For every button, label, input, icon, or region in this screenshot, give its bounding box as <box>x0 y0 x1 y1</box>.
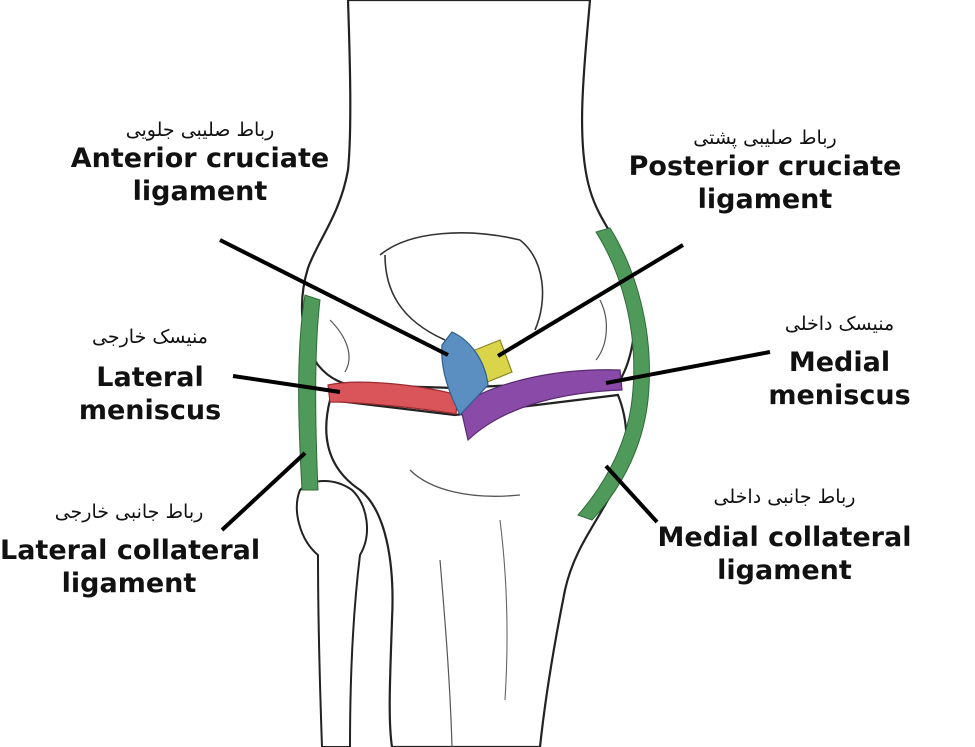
label-lateral-collateral-ligament: رباط جانبی خارجی Lateral collateral liga… <box>0 500 261 600</box>
leader-pcl <box>496 243 685 358</box>
label-lateral-meniscus-line1: Lateral <box>96 362 204 393</box>
label-pcl-line2: ligament <box>697 184 833 215</box>
label-lateral-meniscus-persian: منیسک خارجی <box>92 326 208 348</box>
medial-meniscus <box>459 369 623 442</box>
femur-shade <box>329 319 350 373</box>
label-lateral-meniscus: منیسک خارجی Lateral meniscus <box>60 325 240 427</box>
label-lcl-line2: ligament <box>61 568 197 599</box>
tibia-shade <box>499 519 508 701</box>
femur-notch <box>384 254 446 341</box>
leader-medial-meniscus <box>605 350 771 385</box>
label-posterior-cruciate-ligament: رباط صلیبی پشتی Posterior cruciate ligam… <box>620 126 910 216</box>
label-lcl-persian: رباط جانبی خارجی <box>54 501 204 523</box>
label-medial-meniscus-line2: meniscus <box>768 380 911 411</box>
label-acl-line1: Anterior cruciate <box>70 143 330 174</box>
label-acl-persian: رباط صلیبی جلویی <box>125 119 275 141</box>
femur-notch-medial <box>519 239 544 331</box>
label-medial-meniscus-line1: Medial <box>788 347 891 378</box>
label-lcl-line1: Lateral collateral <box>0 535 261 566</box>
label-mcl-line1: Medial collateral <box>657 522 912 553</box>
lateral-collateral-ligament <box>298 294 321 491</box>
leader-lcl <box>220 451 307 532</box>
label-mcl-persian: رباط جانبی داخلی <box>713 486 856 508</box>
label-medial-meniscus-persian: منیسک داخلی <box>784 313 895 335</box>
label-pcl-persian: رباط صلیبی پشتی <box>693 127 837 149</box>
label-medial-collateral-ligament: رباط جانبی داخلی Medial collateral ligam… <box>652 485 917 587</box>
leader-mcl <box>604 464 659 524</box>
anterior-cruciate-ligament <box>441 331 489 417</box>
label-mcl-line2: ligament <box>717 555 852 586</box>
label-acl-line2: ligament <box>132 176 268 207</box>
medial-collateral-ligament <box>577 227 650 521</box>
leader-lateral-meniscus <box>232 374 341 394</box>
femur-detail <box>379 232 521 256</box>
fibula <box>295 480 368 747</box>
tibia-crest <box>439 559 453 747</box>
label-medial-meniscus: منیسک داخلی Medial meniscus <box>752 312 927 412</box>
femur-shade-medial <box>595 299 607 361</box>
lateral-meniscus <box>327 381 459 415</box>
femur <box>300 0 637 390</box>
label-lateral-meniscus-line2: meniscus <box>78 395 222 426</box>
tibia-detail <box>409 469 521 497</box>
leader-acl <box>219 238 449 357</box>
tibia <box>325 393 628 747</box>
label-pcl-line1: Posterior cruciate <box>628 151 902 182</box>
label-anterior-cruciate-ligament: رباط صلیبی جلویی Anterior cruciate ligam… <box>60 118 340 208</box>
